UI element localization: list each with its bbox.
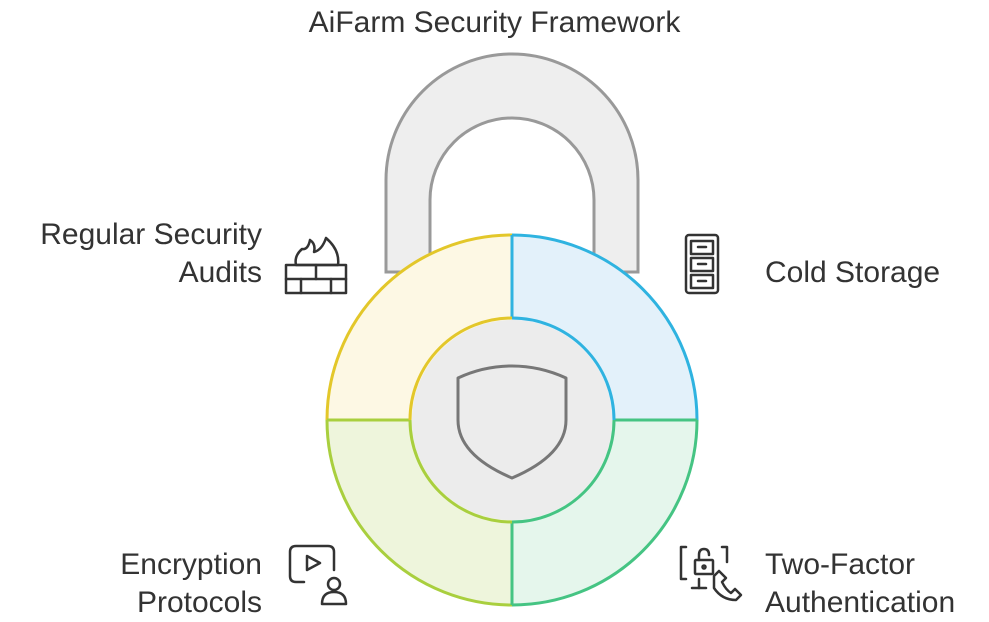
video-user-icon [288, 544, 348, 606]
file-cabinet-icon [684, 233, 720, 295]
shield-icon [456, 364, 568, 480]
label-line: Regular Security [40, 218, 262, 251]
label-line: Audits [178, 256, 262, 289]
label-encryption-protocols: Encryption Protocols [120, 546, 262, 622]
label-regular-security-audits: Regular Security Audits [40, 216, 262, 292]
label-line: Authentication [765, 586, 956, 619]
label-two-factor-authentication: Two-Factor Authentication [765, 546, 955, 622]
firewall-icon [284, 236, 348, 295]
label-cold-storage: Cold Storage [765, 254, 940, 292]
phone-lock-icon [679, 545, 743, 602]
label-line: Protocols [136, 586, 262, 619]
label-line: Cold Storage [765, 256, 941, 289]
lock-shackle [384, 52, 640, 274]
label-line: Encryption [120, 548, 262, 581]
page-title: AiFarm Security Framework [308, 6, 681, 39]
label-line: Two-Factor [765, 548, 916, 581]
